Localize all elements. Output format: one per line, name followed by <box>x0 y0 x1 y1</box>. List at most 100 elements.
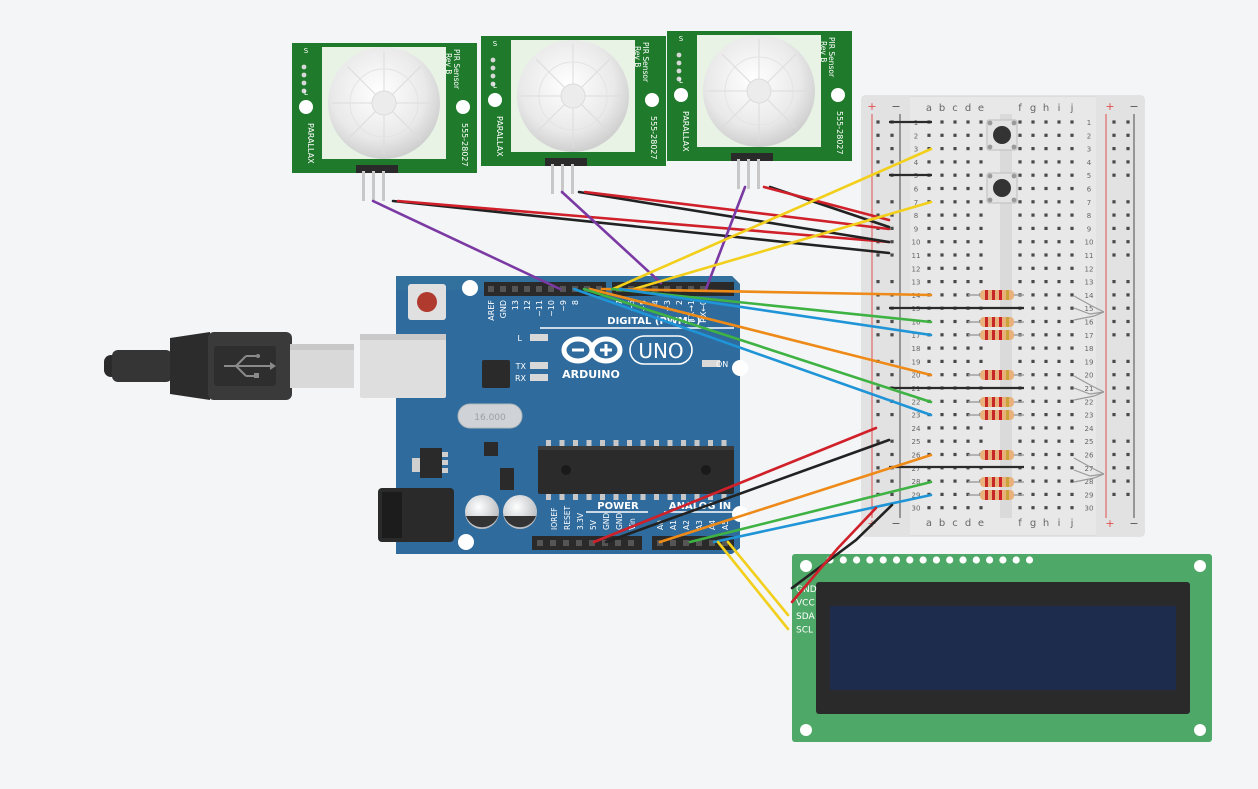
bb-row-label: 22 <box>912 398 921 406</box>
bb-row-label: 28 <box>912 478 921 486</box>
resistor[interactable] <box>968 370 1024 380</box>
wire-led2-blue <box>572 287 933 417</box>
pir-mount-hole <box>456 100 470 114</box>
resistor[interactable] <box>968 450 1024 460</box>
wire-led3-orange <box>658 453 933 544</box>
arduino-infinity-logo <box>561 336 623 364</box>
usb-chip <box>482 360 510 388</box>
voltage-regulator <box>420 448 442 478</box>
pir-brand-label: PARALLAX <box>306 123 315 164</box>
bb-col-label: d <box>965 103 971 114</box>
bb-row-label: 25 <box>912 438 921 446</box>
digital-pin-label: ~10 <box>547 300 556 317</box>
bb-row-label: 16 <box>1085 319 1094 327</box>
analog-pin-label: A2 <box>682 520 691 530</box>
atmega-chip <box>538 446 734 494</box>
bb-col-label: h <box>1043 103 1049 114</box>
digital-pin-label: GND <box>499 300 508 318</box>
uno-badge <box>629 335 693 365</box>
digital-pin-label: ~9 <box>559 300 568 312</box>
bb-row-label: 21 <box>1085 385 1094 393</box>
bb-row-label: 7 <box>914 199 918 207</box>
mount-hole <box>732 360 748 376</box>
bb-row-label: 12 <box>912 265 921 273</box>
lcd-pin-label-scl: SCL <box>796 626 813 636</box>
resistor[interactable] <box>968 317 1024 327</box>
bb-row-label: 7 <box>1087 199 1091 207</box>
digital-pin-label: AREF <box>487 300 496 321</box>
digital-pin-label: TX→1 <box>687 300 696 323</box>
push-button[interactable] <box>986 172 1018 204</box>
bb-row-label: 5 <box>914 172 918 180</box>
crystal <box>457 403 523 429</box>
lcd-mount-hole <box>800 560 812 572</box>
bb-col-label: i <box>1058 518 1061 529</box>
digital-pin-label: ~5 <box>639 300 648 312</box>
wire-led3-green <box>688 480 933 544</box>
bb-row-label: 20 <box>912 372 921 380</box>
bb-col-label: d <box>965 518 971 529</box>
pir-mount-hole <box>831 88 845 102</box>
arduino-uno-board[interactable]: 16.000 L TX RX ON AR <box>104 276 748 554</box>
bb-row-label: 19 <box>912 358 921 366</box>
analog-header <box>652 536 734 550</box>
usb-port[interactable] <box>360 334 446 398</box>
arduino-brand: ARDUINO <box>562 368 620 381</box>
push-button[interactable] <box>986 119 1018 151</box>
bb-row-label: 18 <box>912 345 921 353</box>
led-l <box>530 334 548 341</box>
rail-plus-top-left: + <box>867 100 876 113</box>
bb-row-label: 23 <box>912 412 921 420</box>
bb-row-label: 27 <box>1085 465 1094 473</box>
wire-pir2-signal <box>560 190 663 285</box>
analog-pin-label: A5 <box>721 520 730 530</box>
bb-col-label: c <box>952 103 958 114</box>
led-l-label: L <box>518 334 523 343</box>
bb-row-label: 29 <box>912 491 921 499</box>
resistor[interactable] <box>968 330 1024 340</box>
wire-led1-orange <box>600 287 933 297</box>
bb-row-label: 18 <box>1085 345 1094 353</box>
bb-row-label: 12 <box>1085 265 1094 273</box>
pir-mount-hole <box>645 93 659 107</box>
crystal-label: 16.000 <box>474 413 506 423</box>
rail-plus-bottom-right: + <box>1105 517 1114 530</box>
rail-plus-top-right: + <box>1105 100 1114 113</box>
pir-label-l: L <box>493 82 497 90</box>
bb-row-label: 25 <box>1085 438 1094 446</box>
bb-row-label: 28 <box>1085 478 1094 486</box>
pir-mount-hole <box>488 93 502 107</box>
wire-gnd <box>604 438 891 544</box>
reset-button-cap[interactable] <box>417 292 437 312</box>
resistor[interactable] <box>968 290 1024 300</box>
bb-col-label: j <box>1070 103 1074 114</box>
wire-lcd-gnd <box>790 503 894 590</box>
wire-lcd-sda <box>726 540 790 617</box>
lcd-pin-label-sda: SDA <box>796 612 815 622</box>
resistor[interactable] <box>968 477 1024 487</box>
resistor[interactable] <box>968 397 1024 407</box>
bb-col-label: a <box>926 103 932 114</box>
bb-row-label: 10 <box>912 239 921 247</box>
rail-minus-bottom-left: − <box>891 517 900 530</box>
bb-row-label: 11 <box>1085 252 1094 260</box>
led-on <box>702 360 720 367</box>
bb-row-label: 6 <box>1087 186 1092 194</box>
pir-mount-hole <box>299 100 313 114</box>
bb-col-label: a <box>926 518 932 529</box>
led-on-label: ON <box>716 360 728 369</box>
smd-chip-2 <box>500 468 514 490</box>
resistor[interactable] <box>968 490 1024 500</box>
digital-pin-label: 2 <box>675 300 684 305</box>
led-leads <box>1073 457 1105 483</box>
bb-col-label: j <box>1070 518 1074 529</box>
resistor[interactable] <box>968 410 1024 420</box>
bb-row-label: 13 <box>912 279 921 287</box>
bb-row-label: 2 <box>914 132 918 140</box>
bb-row-label: 9 <box>1087 225 1091 233</box>
